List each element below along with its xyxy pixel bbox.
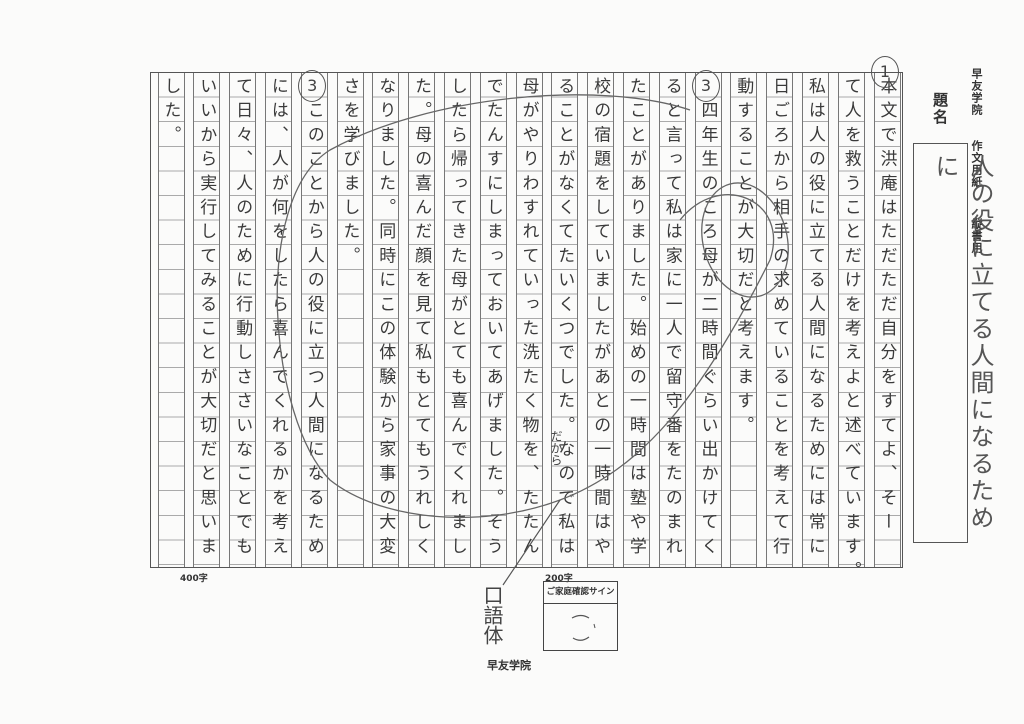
school-name-header: 早友学院 (970, 68, 983, 116)
grid-cells (837, 73, 865, 567)
column-text: には、人が何をしたら喜んでくれるかを考え (267, 77, 288, 561)
manuscript-column: このことから人の役に立つ人間になるため (295, 73, 331, 567)
teacher-note-dakara: だから (549, 430, 563, 466)
manuscript-column: た。母の喜んだ顔を見て私もとてもうれしく (402, 73, 438, 567)
column-text: 母がやりわすれていった洗たく物を、たたん (518, 77, 539, 561)
family-signature-box: ご家庭確認サイン (543, 581, 618, 651)
manuscript-column: なりました。同時にこの体験から家事の大変 (366, 73, 402, 567)
grid-cells (193, 73, 221, 567)
title-label: 題名 (931, 92, 949, 126)
column-text: 私は人の役に立てる人間になるためには常に (804, 77, 825, 561)
manuscript-column: 私は人の役に立てる人間になるためには常に (796, 73, 832, 567)
manuscript-column: には、人が何をしたら喜んでくれるかを考え (259, 73, 295, 567)
title-box: 人の役に立てる人間になるために (913, 143, 994, 543)
column-text: した。 (160, 77, 181, 150)
char-count-400: 400字 (180, 574, 208, 584)
grid-cells (157, 73, 185, 567)
column-text: したら帰ってきた母がとても喜んでくれまし (446, 77, 467, 561)
manuscript-column: した。 (152, 73, 188, 567)
circled-paragraph-number: 1 (871, 56, 899, 88)
writing-direction-label: 縦書用 (970, 218, 983, 254)
essay-title: 人の役に立てる人間になるために (931, 154, 994, 532)
manuscript-column: 四年生のころ母が二時間ぐらい出かけてく (689, 73, 725, 567)
manuscript-column: いいから実行してみることが大切だと思いま (187, 73, 223, 567)
manuscript-column: て日々、人のために行動しささいなことでも (223, 73, 259, 567)
column-text: て日々、人のために行動しささいなことでも (232, 77, 253, 561)
paper-type-label: 作文用紙 (970, 140, 983, 188)
column-text: 校の宿題をしていましたがあとの一時間はや (590, 77, 611, 561)
manuscript-column: 本文で洪庵はただただ自分をすてよ、そー (868, 73, 904, 567)
manuscript-grid: 本文で洪庵はただただ自分をすてよ、そーて人を救うことだけを考えよと述べています。… (150, 72, 904, 585)
manuscript-column: さを学びました。 (331, 73, 367, 567)
column-text: 日ごろから相手の求めていることを考えて行 (769, 77, 790, 561)
grid-cells (229, 73, 257, 567)
column-text: ることがなくてたいくつでした。なので私は (554, 77, 575, 561)
teacher-note-colloquial: 口語体 (480, 585, 504, 645)
column-text: さを学びました。 (339, 77, 360, 271)
signature-mark (571, 614, 596, 641)
column-text: 四年生のころ母が二時間ぐらい出かけてく (697, 77, 718, 561)
signature-box-label: ご家庭確認サイン (544, 582, 617, 604)
footer-school-name: 早友学院 (487, 659, 531, 672)
column-text: て人を救うことだけを考えよと述べています。 (840, 77, 861, 586)
manuscript-column: したら帰ってきた母がとても喜んでくれまし (438, 73, 474, 567)
grid-cells (801, 73, 829, 567)
manuscript-column: 母がやりわすれていった洗たく物を、たたん (510, 73, 546, 567)
column-text: たことがありました。始めの一時間は塾や学 (625, 77, 646, 561)
manuscript-column: 校の宿題をしていましたがあとの一時間はや (581, 73, 617, 567)
column-text: このことから人の役に立つ人間になるため (303, 77, 324, 561)
manuscript-column: たことがありました。始めの一時間は塾や学 (617, 73, 653, 567)
manuscript-column: ることがなくてたいくつでした。なので私は (545, 73, 581, 567)
column-text: た。母の喜んだ顔を見て私もとてもうれしく (411, 77, 432, 561)
manuscript-column: ると言って私は家に一人で留守番をたのまれ (653, 73, 689, 567)
grid-cells (873, 73, 901, 567)
column-text: 動することが大切だと考えます。 (733, 77, 754, 440)
column-text: いいから実行してみることが大切だと思いま (196, 77, 217, 561)
circled-paragraph-number: 3 (692, 70, 720, 102)
manuscript-column: 日ごろから相手の求めていることを考えて行 (760, 73, 796, 567)
manuscript-column: て人を救うことだけを考えよと述べています。 (832, 73, 868, 585)
circled-paragraph-number: 3 (298, 70, 327, 102)
column-text: 本文で洪庵はただただ自分をすてよ、そー (876, 77, 897, 537)
column-text: なりました。同時にこの体験から家事の大変 (375, 77, 396, 561)
column-text: でたんすにしまっておいてあげました。そう (482, 77, 503, 561)
column-text: ると言って私は家に一人で留守番をたのまれ (661, 77, 682, 561)
manuscript-column: でたんすにしまっておいてあげました。そう (474, 73, 510, 567)
manuscript-column: 動することが大切だと考えます。 (724, 73, 760, 567)
